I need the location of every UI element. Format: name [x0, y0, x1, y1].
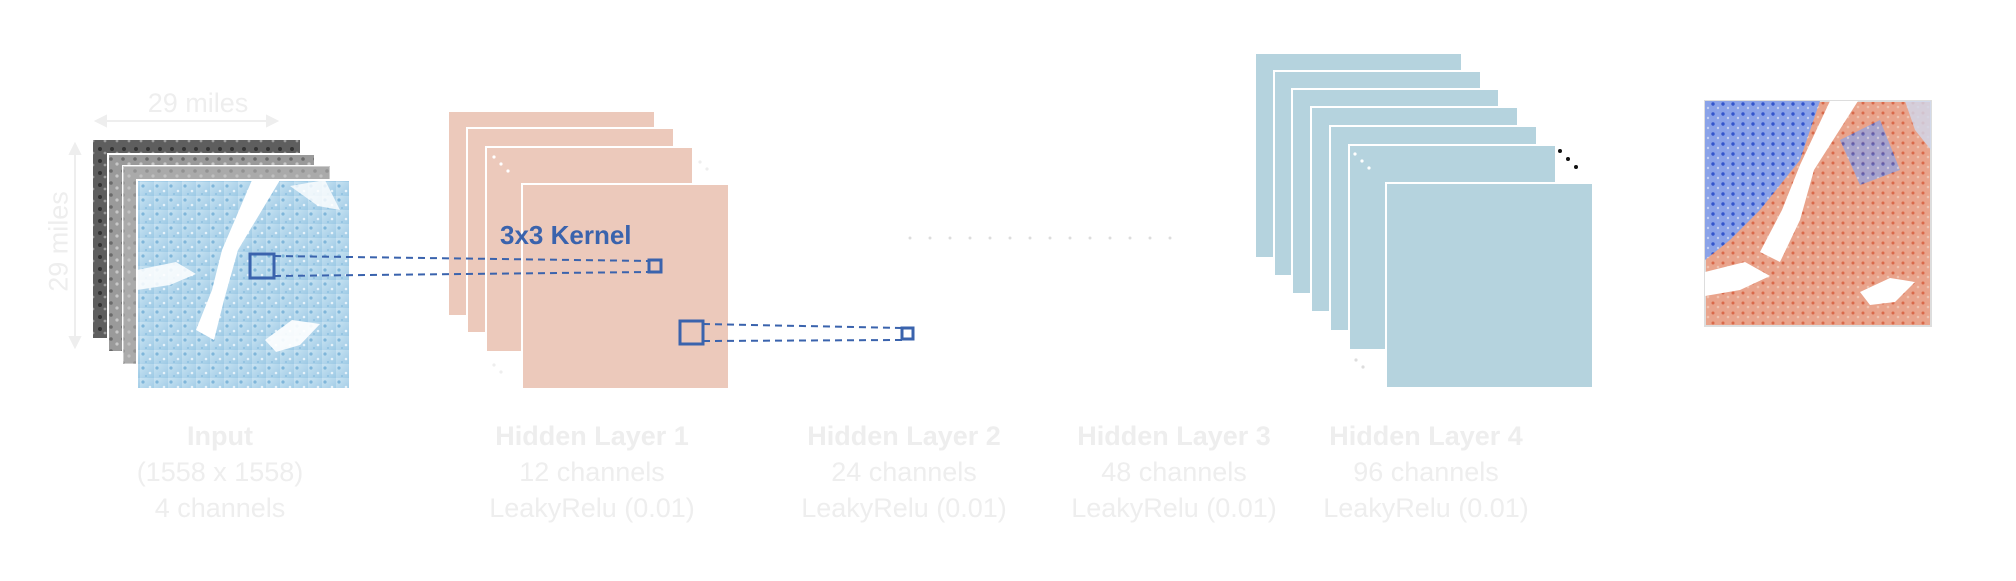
layer-line1: 48 channels	[1101, 457, 1247, 487]
hidden1-ellipsis-dots	[492, 155, 510, 173]
hidden-layer-2-3-dots	[908, 236, 1172, 240]
hidden1-kernel-square	[678, 319, 705, 346]
output-map	[1704, 100, 1932, 327]
layer-line1: 96 channels	[1353, 457, 1499, 487]
hidden4-channel-7	[1385, 182, 1594, 389]
layer-title: Hidden Layer 1	[495, 421, 689, 451]
height-dimension-arrow	[68, 141, 82, 350]
layer-line2: LeakyRelu (0.01)	[801, 493, 1007, 523]
input-kernel-square	[248, 252, 276, 280]
layer-title: Hidden Layer 3	[1077, 421, 1271, 451]
layer-caption-hidden-1: Hidden Layer 1 12 channels LeakyRelu (0.…	[462, 418, 722, 526]
layer-line1: 24 channels	[831, 457, 977, 487]
hidden4-ellipsis-dots-inner	[1353, 152, 1371, 170]
input-channel-1-map	[136, 179, 351, 390]
layer-caption-hidden-2: Hidden Layer 2 24 channels LeakyRelu (0.…	[774, 418, 1034, 526]
layer-line1: 12 channels	[519, 457, 665, 487]
hidden1-ellipsis-dots-outer	[492, 160, 709, 374]
kernel-projection-lines	[273, 255, 903, 342]
layer-caption-input: Input (1558 x 1558) 4 channels	[90, 418, 350, 526]
layer-line1: (1558 x 1558)	[136, 457, 304, 487]
layer-line2: LeakyRelu (0.01)	[489, 493, 695, 523]
height-dimension-label: 29 miles	[43, 191, 74, 292]
hidden2-target-square	[900, 326, 915, 341]
layer-title: Input	[187, 421, 253, 451]
hidden1-channel-d	[521, 183, 730, 390]
hidden4-ellipsis-dots-outer	[1558, 149, 1578, 169]
hidden-layer-1-stack: 3x3 Kernel	[447, 110, 730, 390]
layer-line2: 4 channels	[154, 493, 286, 523]
input-stack	[68, 114, 351, 390]
hidden1-target-square	[647, 258, 663, 274]
layer-line2: LeakyRelu (0.01)	[1071, 493, 1277, 523]
hidden-layer-4-stack	[1254, 52, 1594, 389]
layer-title: Hidden Layer 2	[807, 421, 1001, 451]
kernel-label: 3x3 Kernel	[500, 220, 632, 250]
layer-line2: LeakyRelu (0.01)	[1323, 493, 1529, 523]
width-dimension-label: 29 miles	[147, 88, 249, 118]
layer-caption-hidden-3: Hidden Layer 3 48 channels LeakyRelu (0.…	[1044, 418, 1304, 526]
layer-title: Hidden Layer 4	[1329, 421, 1523, 451]
width-dimension-arrow	[93, 114, 280, 128]
layer-caption-hidden-4: Hidden Layer 4 96 channels LeakyRelu (0.…	[1296, 418, 1556, 526]
hidden4-ellipsis-dots-bottom	[1354, 358, 1365, 369]
